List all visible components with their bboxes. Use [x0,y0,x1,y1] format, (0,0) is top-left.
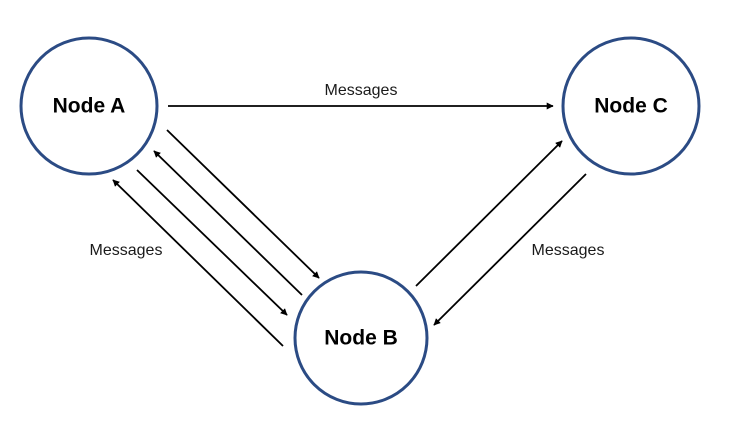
arrow-b-to-c [415,140,563,287]
node-a-circle [19,36,159,176]
arrow-a-to-b-upper [166,129,320,279]
arrow-b-to-a-upper [153,150,303,296]
arrow-a-to-b-lower [136,169,288,316]
node-b: Node B [293,270,429,406]
node-c: Node C [561,36,701,176]
node-a: Node A [19,36,159,176]
node-b-circle [293,270,429,406]
node-c-circle [561,36,701,176]
node-b-label: Node B [324,327,398,350]
node-c-label: Node C [594,95,668,118]
arrow-c-to-b [433,173,587,326]
edge-label-b-c: Messages [532,242,605,259]
node-a-label: Node A [53,95,126,118]
edge-label-a-to-c: Messages [325,82,398,99]
edge-label-a-b: Messages [90,242,163,259]
arrow-b-to-a-lower [112,179,284,347]
